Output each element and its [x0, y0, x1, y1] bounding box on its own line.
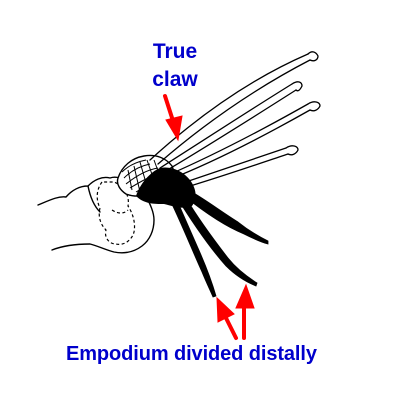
true-claw-label-line2: claw [152, 68, 198, 91]
empodium-label: Empodium divided distally [66, 343, 317, 365]
arrows [163, 94, 255, 340]
true-claw-label-line1: True [152, 40, 198, 63]
true-claw-label: True claw [140, 38, 210, 94]
inner-outline-dashed [96, 181, 136, 245]
empodium-branches [167, 191, 269, 298]
empodium-arrow-left [216, 296, 238, 340]
empodium-arrow-right [235, 283, 255, 340]
true-claws [149, 51, 321, 193]
true-claw-arrow [163, 94, 183, 142]
